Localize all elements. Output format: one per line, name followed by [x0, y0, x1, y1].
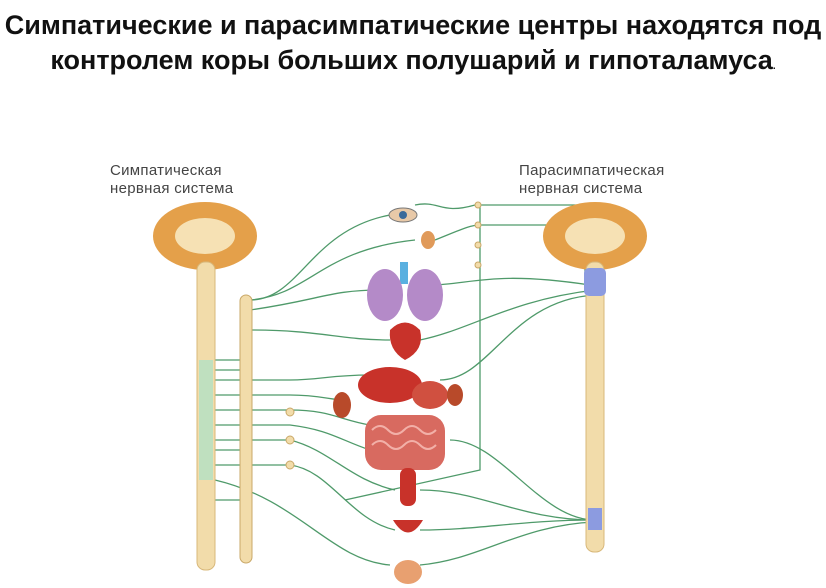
trachea-icon — [400, 262, 408, 284]
ganglia — [285, 201, 482, 470]
sacral-nuclei — [588, 508, 602, 530]
slide-title: Симпатические и парасимпатические центры… — [0, 8, 826, 84]
brainstem-nuclei — [584, 268, 606, 296]
left-lung-icon — [367, 269, 403, 321]
sympathetic-label: Симпатическая нервная система — [110, 162, 233, 198]
stomach-icon — [412, 381, 448, 409]
sympathetic-label-line1: Симпатическая — [110, 162, 222, 179]
rectum-icon — [400, 468, 416, 506]
sympathetic-trunk — [239, 294, 253, 564]
sympathetic-cns — [153, 202, 257, 571]
right-spinal-cord — [585, 261, 605, 553]
salivary-gland-icon — [421, 231, 435, 249]
parasympathetic-label: Парасимпатическая нервная система — [519, 162, 665, 198]
title-text: Симпатические и парасимпатические центры… — [4, 10, 822, 75]
parasympathetic-label-line2: нервная система — [519, 180, 643, 197]
kidney-icon — [333, 392, 351, 418]
parasympathetic-cns — [543, 202, 647, 553]
organs — [333, 207, 463, 584]
liver-icon — [358, 367, 422, 403]
heart-icon — [389, 322, 421, 360]
title-period: . — [772, 61, 776, 72]
parasympathetic-label-line1: Парасимпатическая — [519, 162, 665, 179]
right-lung-icon — [407, 269, 443, 321]
bladder-icon — [393, 520, 423, 533]
sympathetic-label-line2: нервная система — [110, 180, 234, 197]
genitals-icon — [394, 560, 422, 584]
